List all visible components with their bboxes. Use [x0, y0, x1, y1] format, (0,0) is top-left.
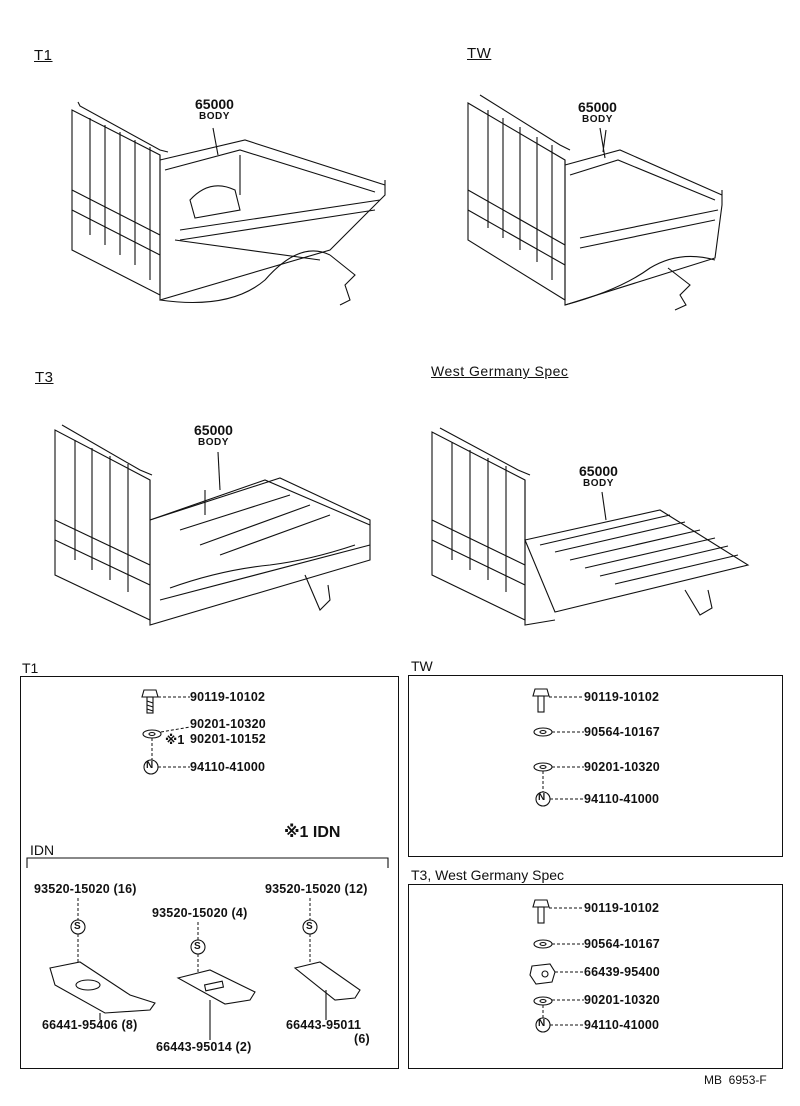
- part-number: 65000: [194, 422, 233, 438]
- tw-body-illustration: [467, 94, 723, 311]
- view-label-t1: T1: [34, 47, 53, 64]
- idn-bracket: [26, 857, 389, 868]
- idn-washer-2: 93520-15020 (12): [265, 882, 368, 896]
- tw-box-icons: [532, 688, 584, 807]
- t1-body-illustration: [71, 101, 386, 306]
- t3-part-1: 90564-10167: [584, 937, 660, 951]
- tw-part-3: 94110-41000: [584, 792, 660, 806]
- washer-symbol: S: [306, 921, 313, 932]
- callout-tw-body: 65000 BODY: [578, 99, 617, 125]
- t1-part-2: 90201-10152: [190, 732, 266, 746]
- t3-box-icons: [529, 899, 584, 1033]
- idn-plate-2: 66443-95011: [286, 1018, 362, 1032]
- callout-t1-body: 65000 BODY: [195, 96, 234, 122]
- washer-symbol: S: [74, 921, 81, 932]
- parts-box-t3: [408, 884, 783, 1069]
- nut-symbol: N: [146, 760, 154, 771]
- washer-symbol: S: [194, 941, 201, 952]
- t1-part-0: 90119-10102: [190, 690, 266, 704]
- t3-part-0: 90119-10102: [584, 901, 660, 915]
- t3-part-3: 90201-10320: [584, 993, 660, 1007]
- part-desc: BODY: [582, 114, 613, 125]
- part-desc: BODY: [583, 478, 614, 489]
- idn-label: IDN: [30, 842, 55, 858]
- t3-body-illustration: [54, 424, 371, 626]
- part-desc: BODY: [198, 437, 229, 448]
- t1-part-1: 90201-10320: [190, 717, 266, 731]
- parts-box-tw: [408, 675, 783, 857]
- footer-code: MB 6953-F: [704, 1073, 767, 1087]
- idn-plate-2-qty: (6): [354, 1032, 370, 1046]
- nut-symbol: N: [538, 792, 546, 803]
- t3-part-2: 66439-95400: [584, 965, 660, 979]
- idn-plate-0: 66441-95406 (8): [42, 1018, 138, 1032]
- parts-box-t1: [20, 676, 399, 1069]
- nut-symbol: N: [538, 1018, 546, 1029]
- box-label-t1: T1: [22, 660, 39, 676]
- t3-part-4: 94110-41000: [584, 1018, 660, 1032]
- idn-plate-1: 66443-95014 (2): [156, 1040, 252, 1054]
- part-desc: BODY: [199, 111, 230, 122]
- wg-body-illustration: [431, 427, 750, 626]
- idn-washer-0: 93520-15020 (16): [34, 882, 137, 896]
- part-number: 65000: [579, 463, 618, 479]
- idn-washer-1: 93520-15020 (4): [152, 906, 248, 920]
- bolt-icon: [141, 689, 159, 714]
- box-label-tw: TW: [411, 658, 433, 674]
- t1-idn-note: ※1 IDN: [284, 824, 341, 841]
- box-label-t3: T3, West Germany Spec: [411, 867, 565, 883]
- idn-plates: [49, 898, 361, 1040]
- tw-part-2: 90201-10320: [584, 760, 660, 774]
- callout-wg-body: 65000 BODY: [579, 463, 618, 489]
- part-number: 65000: [195, 96, 234, 112]
- view-label-tw: TW: [467, 45, 492, 62]
- t1-box-icons: [141, 689, 191, 775]
- view-label-wg: West Germany Spec: [431, 363, 569, 379]
- tw-part-1: 90564-10167: [584, 725, 660, 739]
- view-label-t3: T3: [35, 369, 54, 386]
- t1-note-mark-inline: ※1: [165, 733, 185, 747]
- tw-part-0: 90119-10102: [584, 690, 660, 704]
- callout-t3-body: 65000 BODY: [194, 422, 233, 448]
- t1-part-3: 94110-41000: [190, 760, 266, 774]
- part-number: 65000: [578, 99, 617, 115]
